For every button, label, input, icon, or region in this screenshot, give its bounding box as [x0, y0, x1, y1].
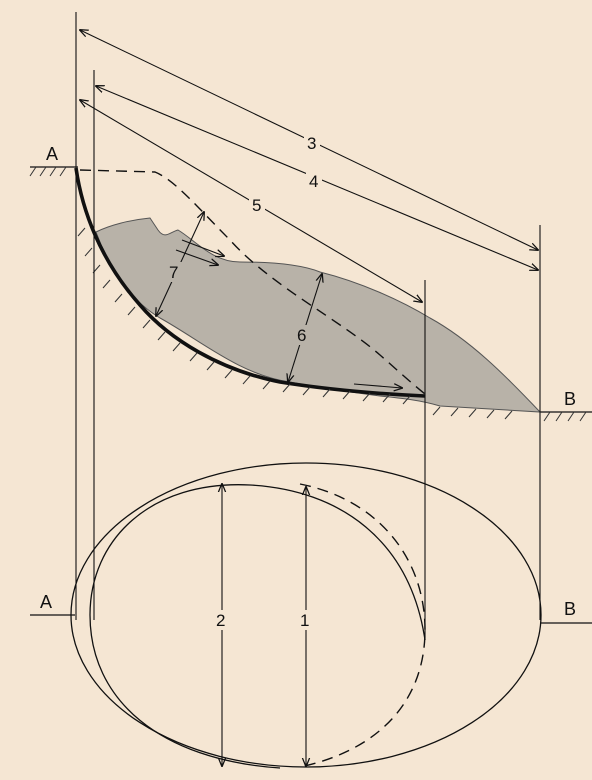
label-dim-5: 5 — [252, 196, 261, 215]
movement-arrow-3 — [353, 384, 402, 388]
label-b-top: B — [564, 389, 576, 409]
label-a-top: A — [46, 144, 58, 164]
label-dim-1: 1 — [300, 611, 309, 630]
label-a-bottom: A — [40, 592, 52, 612]
label-dim-7: 7 — [169, 263, 178, 282]
label-dim-6: 6 — [297, 326, 306, 345]
label-b-bottom: B — [564, 599, 576, 619]
label-dim-4: 4 — [309, 172, 318, 191]
label-dim-3: 3 — [307, 134, 316, 153]
plan-outline-dashed — [299, 483, 426, 768]
displaced-material — [95, 217, 542, 413]
label-dim-2: 2 — [216, 611, 225, 630]
plan-outline-inner — [89, 484, 426, 769]
